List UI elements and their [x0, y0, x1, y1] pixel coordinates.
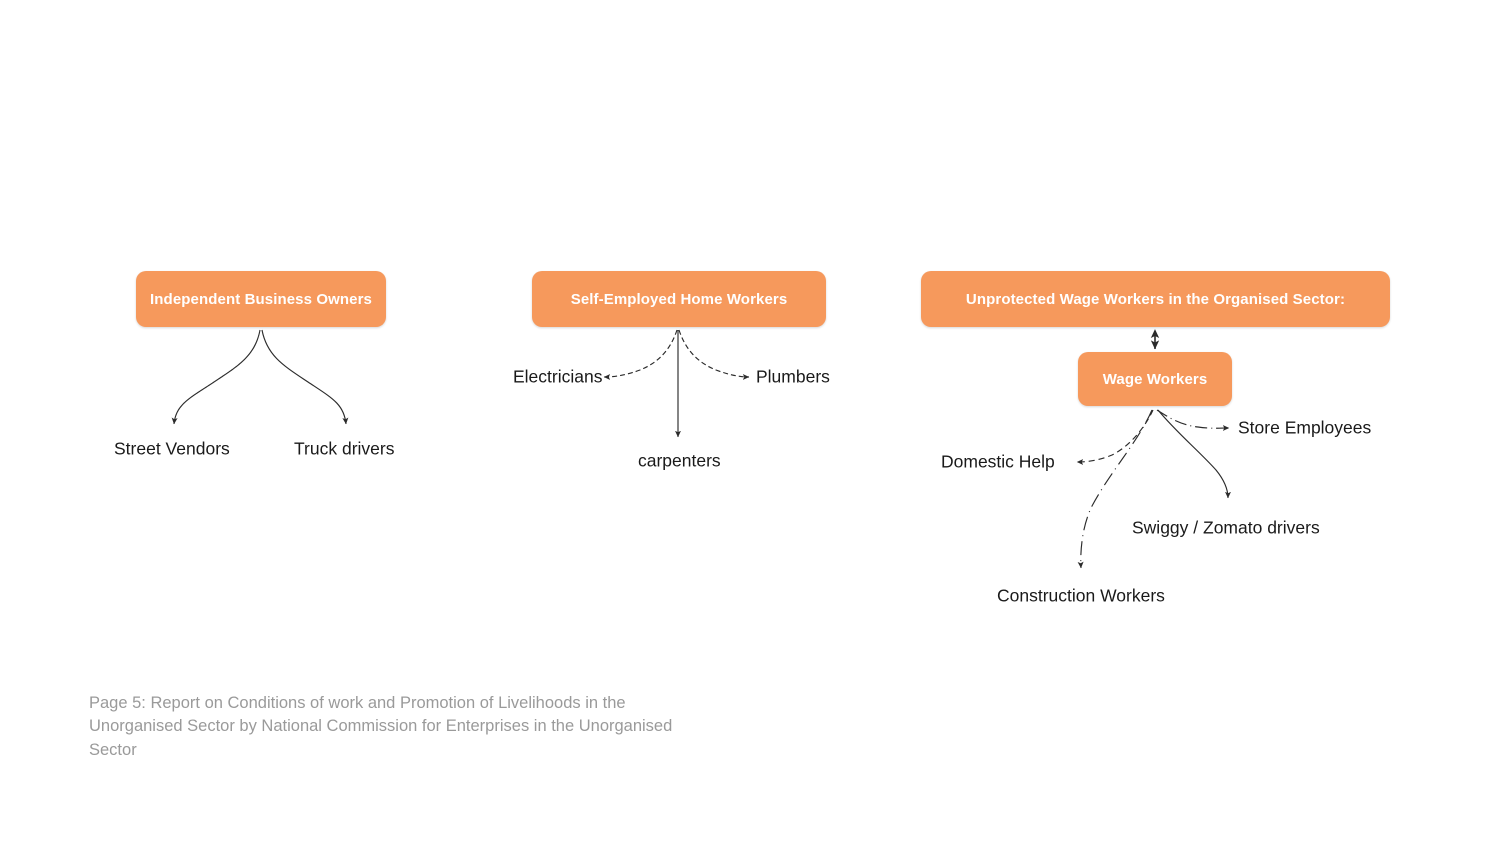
node-self-employed-home-workers[interactable]: Self-Employed Home Workers: [532, 271, 826, 327]
edge-to-swiggy-zomato-drivers: [1157, 409, 1231, 499]
leaf-label-text: carpenters: [638, 450, 721, 471]
leaf-label-text: Electricians: [513, 366, 603, 387]
leaf-label-text: Swiggy / Zomato drivers: [1132, 517, 1320, 538]
edge-to-electricians: [603, 329, 678, 380]
edge-to-truck-drivers: [261, 329, 349, 425]
node-label: Wage Workers: [1102, 370, 1208, 388]
leaf-construction-workers: Construction Workers: [997, 587, 1165, 605]
node-unprotected-wage-workers[interactable]: Unprotected Wage Workers in the Organise…: [921, 271, 1390, 327]
edge-to-plumbers: [678, 329, 750, 380]
leaf-label-text: Store Employees: [1238, 417, 1372, 438]
leaf-electricians: Electricians: [513, 368, 602, 386]
node-label: Self-Employed Home Workers: [570, 290, 788, 308]
leaf-label-text: Domestic Help: [941, 451, 1055, 472]
node-wage-workers[interactable]: Wage Workers: [1078, 352, 1232, 406]
leaf-label-text: Street Vendors: [114, 438, 230, 459]
leaf-swiggy-zomato-drivers: Swiggy / Zomato drivers: [1132, 519, 1320, 537]
leaf-street-vendors: Street Vendors: [114, 440, 230, 458]
leaf-label-text: Truck drivers: [294, 438, 395, 459]
node-label: Independent Business Owners: [150, 290, 372, 308]
edge-to-store-employees: [1156, 409, 1230, 431]
source-caption: Page 5: Report on Conditions of work and…: [89, 694, 673, 759]
node-independent-business-owners[interactable]: Independent Business Owners: [136, 271, 386, 327]
leaf-carpenters: carpenters: [638, 452, 721, 470]
edge-group-self-employed-home-workers: [603, 329, 750, 438]
leaf-label-text: Construction Workers: [997, 585, 1165, 606]
edge-to-street-vendors: [171, 329, 261, 425]
edge-to-domestic-help: [1076, 409, 1154, 465]
leaf-store-employees: Store Employees: [1238, 419, 1371, 437]
edge-to-construction-workers: [1077, 409, 1153, 569]
edge-group-independent-business-owners: [171, 329, 349, 425]
leaf-truck-drivers: Truck drivers: [294, 440, 394, 458]
leaf-plumbers: Plumbers: [756, 368, 830, 386]
leaf-domestic-help: Domestic Help: [941, 453, 1055, 471]
leaf-label-text: Plumbers: [756, 366, 830, 387]
node-label: Unprotected Wage Workers in the Organise…: [965, 290, 1346, 308]
